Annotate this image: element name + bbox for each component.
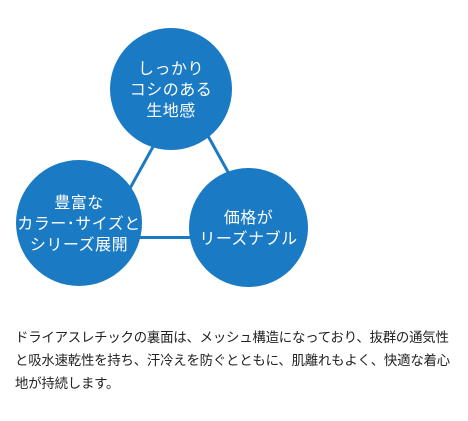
circle-price-label: 価格が リーズナブル (199, 207, 298, 248)
circle-fabric-quality: しっかり コシのある 生地感 (110, 28, 232, 150)
circle-variety-label: 豊富な カラー･サイズと シリーズ展開 (17, 192, 141, 254)
connector-bottom (120, 236, 240, 239)
circle-fabric-quality-label: しっかり コシのある 生地感 (129, 58, 213, 120)
circle-variety: 豊富な カラー･サイズと シリーズ展開 (16, 160, 142, 286)
description-text: ドライアスレチックの裏面は、メッシュ構造になっており、抜群の通気性と吸水速乾性を… (15, 331, 450, 393)
circle-price: 価格が リーズナブル (189, 168, 308, 287)
feature-diagram: しっかり コシのある 生地感 豊富な カラー･サイズと シリーズ展開 価格が リ… (16, 28, 308, 287)
